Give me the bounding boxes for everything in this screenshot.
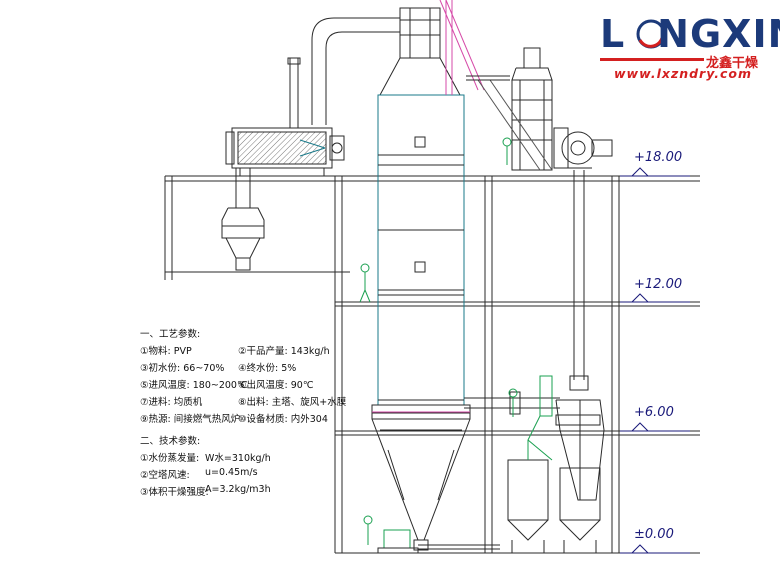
tech-params-heading: 二、技术参数: (140, 436, 201, 447)
process-parameters: 一、工艺参数: ①物料: PVP ②干品产量: 143kg/h ③初水份: 66… (140, 326, 370, 426)
param-row: ③初水份: 66~70% (140, 363, 225, 374)
logo-rule (600, 58, 704, 61)
drying-tower (371, 7, 471, 551)
air-filter (221, 167, 265, 271)
param-row: ⑤进风温度: 180~200℃ (140, 380, 248, 391)
tech-row-value: u=0.45m/s (205, 467, 258, 478)
elevation-label-0: ±0.00 (634, 527, 674, 542)
tech-row-value: A=3.2kg/m3h (205, 484, 271, 495)
param-row: ④终水份: 5% (238, 363, 297, 374)
service-ladder (372, 0, 485, 413)
cyclone-separators (507, 375, 605, 553)
param-row: ⑦进料: 均质机 (140, 397, 203, 408)
param-row: ①物料: PVP (140, 346, 192, 357)
logo-o-ring (636, 19, 666, 49)
elevation-label-6: +6.00 (634, 405, 674, 420)
brand-o: O (624, 12, 657, 56)
exhaust-fan (553, 127, 613, 169)
outlet-duct (464, 391, 560, 415)
elevation-label-18: +18.00 (634, 150, 683, 165)
floor-slabs (165, 175, 700, 554)
exhaust-scrubber (466, 47, 553, 171)
process-params-heading: 一、工艺参数: (140, 329, 201, 340)
brand-l: L (600, 12, 624, 56)
tech-row-value: W水=310kg/h (205, 453, 271, 464)
gas-hot-air-furnace (225, 57, 345, 176)
tech-row-label: ②空塔风速: (140, 470, 190, 481)
brand-ngxin: NGXIN (657, 12, 780, 56)
hot-air-duct (311, 17, 400, 125)
param-row: ⑥出风温度: 90℃ (238, 380, 314, 391)
feed-homogenizer (377, 529, 500, 554)
param-row: ⑩设备材质: 内外304 (238, 414, 328, 425)
brand-logo: LONGXIN (600, 12, 780, 56)
building-columns (164, 176, 620, 553)
elevation-markers (620, 167, 690, 554)
tech-row-label: ③体积干燥强度: (140, 487, 209, 498)
brand-url: www.lxzndry.com (614, 66, 752, 81)
elevation-label-12: +12.00 (634, 277, 683, 292)
brand-chinese: 龙鑫干燥 (706, 56, 759, 71)
return-duct (569, 170, 589, 391)
param-row: ⑧出料: 主塔、旋风+水膜 (238, 397, 347, 408)
tech-row-label: ①水份蒸发量: (140, 453, 200, 464)
param-row: ②干品产量: 143kg/h (238, 346, 330, 357)
operator-figures (359, 137, 518, 545)
technical-parameters: 二、技术参数: ①水份蒸发量: W水=310kg/h ②空塔风速: u=0.45… (140, 433, 340, 498)
param-row: ⑨热源: 间接燃气热风炉 (140, 414, 241, 425)
